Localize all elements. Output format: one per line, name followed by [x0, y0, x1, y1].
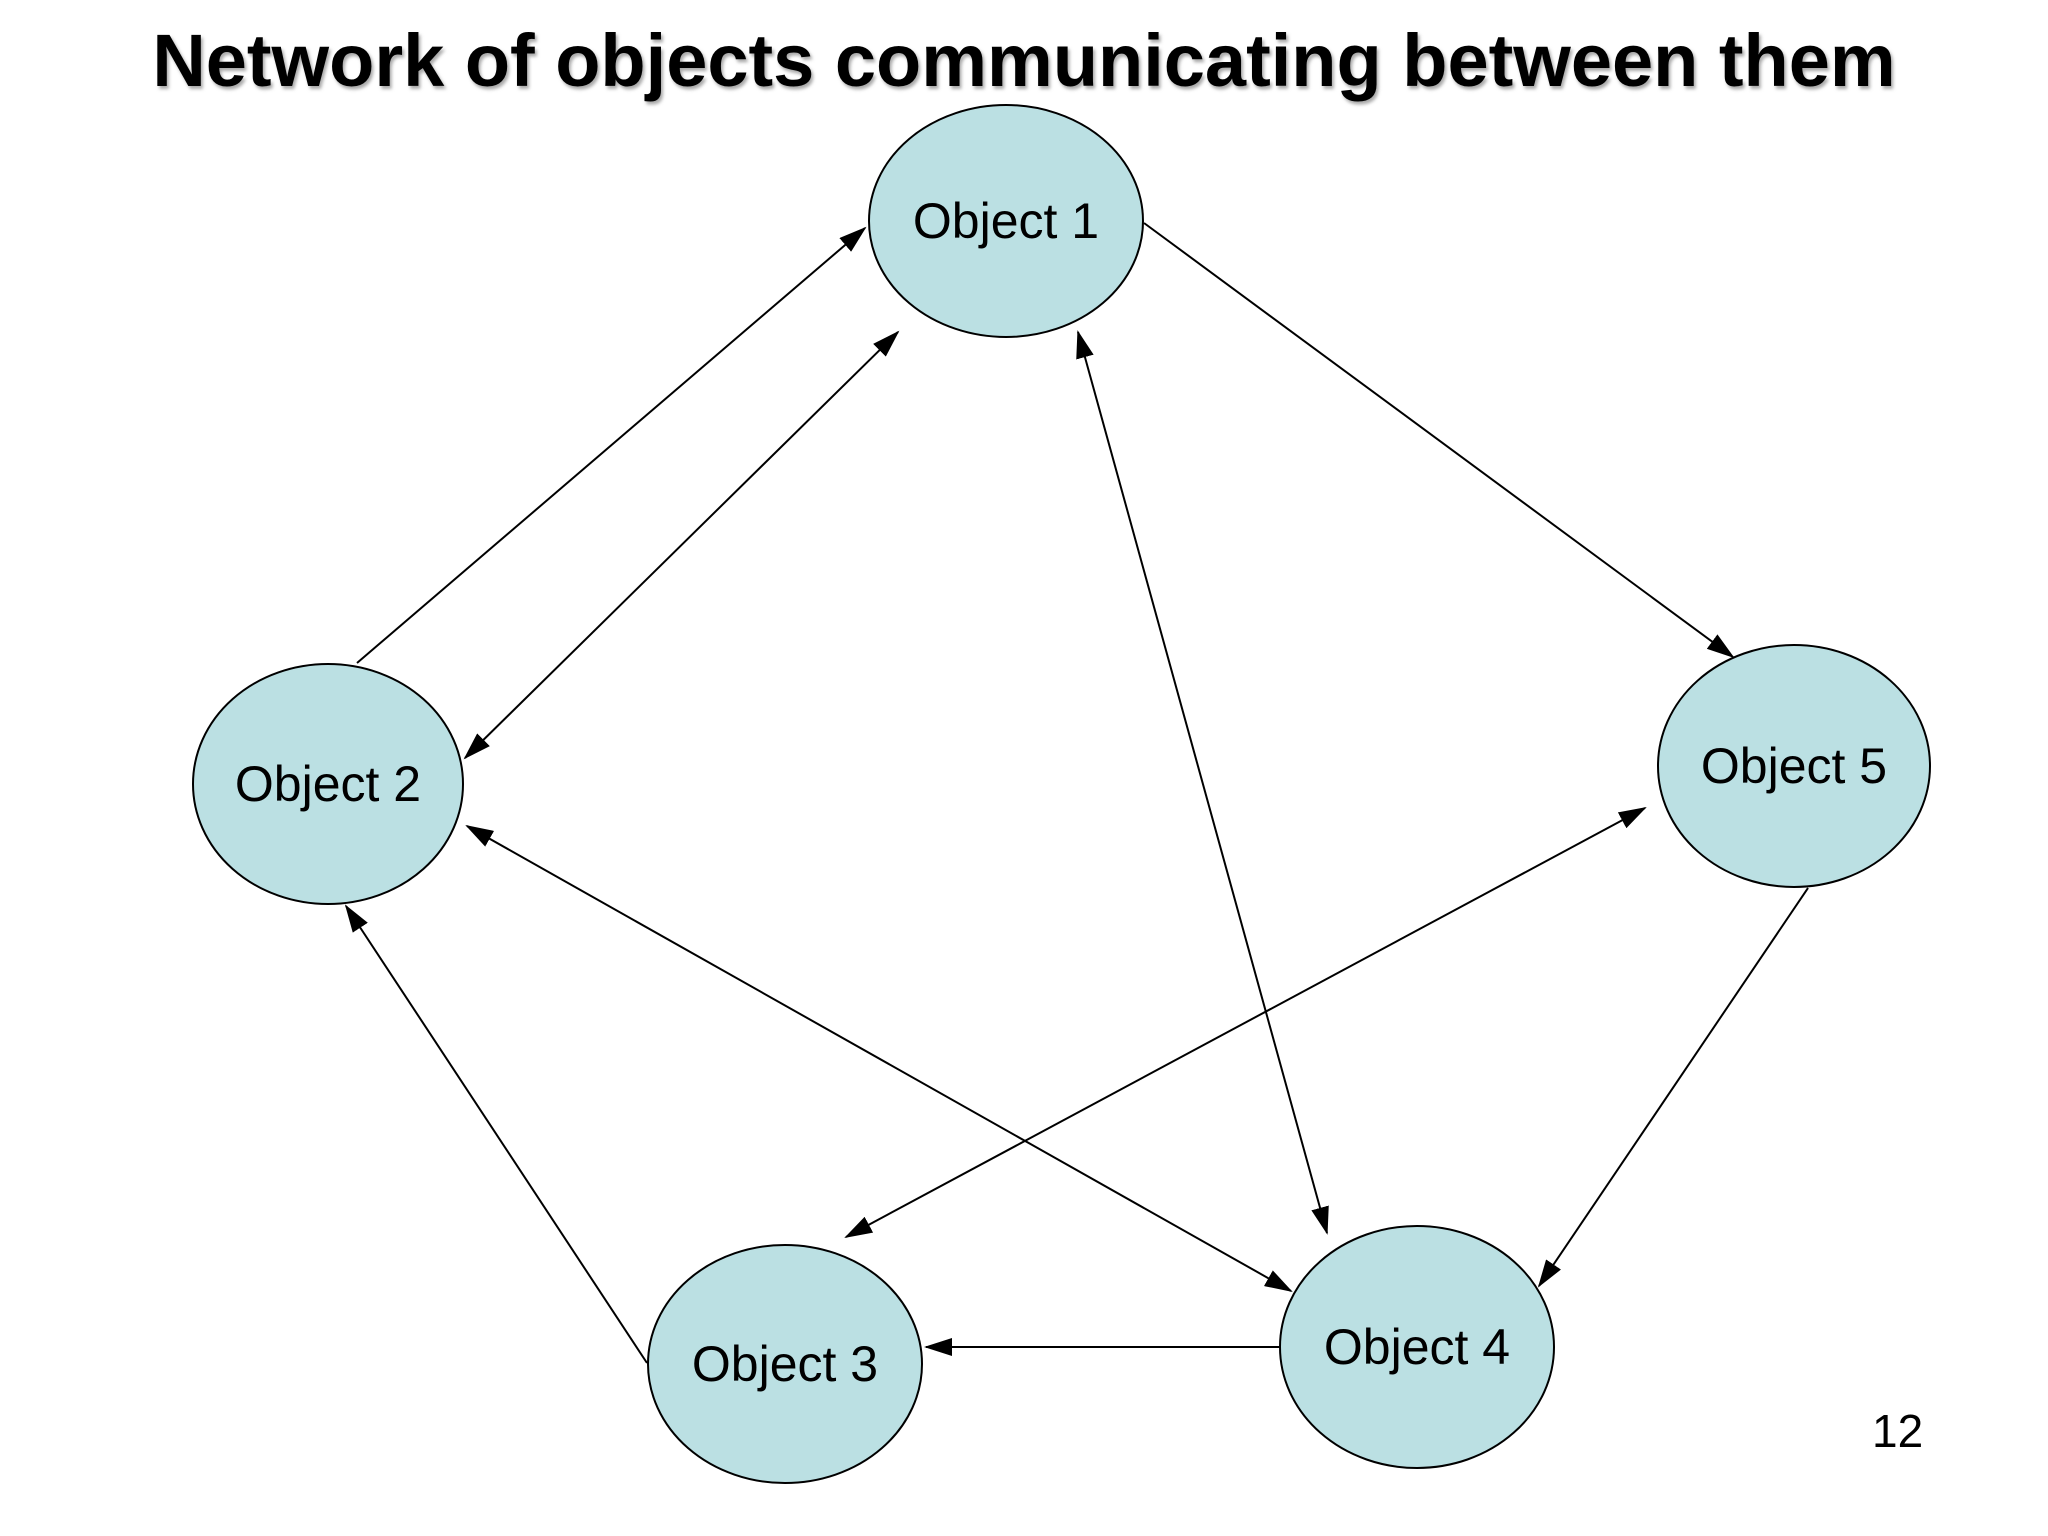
node-shape-object4 [1279, 1225, 1555, 1469]
node-label-object2: Object 2 [235, 756, 421, 812]
edge-object2-object4 [465, 825, 1293, 1292]
node-object4: Object 4 [1279, 1225, 1555, 1469]
edge-object3-object2 [344, 904, 648, 1364]
node-object1: Object 1 [868, 104, 1144, 338]
node-shape-object5 [1657, 644, 1931, 888]
node-label-object1: Object 1 [913, 193, 1099, 249]
edge-object2-object1 [356, 226, 867, 664]
node-label-object3: Object 3 [692, 1336, 878, 1392]
node-shape-object2 [192, 663, 464, 905]
edge-object1-object5 [1143, 222, 1735, 659]
edge-object1-object4 [1076, 330, 1329, 1235]
slide-title: Network of objects communicating between… [152, 19, 1896, 102]
edges-layer [344, 222, 1809, 1364]
node-shape-object1 [868, 104, 1144, 338]
edge-object1-object2 [463, 330, 900, 760]
page-number: 12 [1872, 1405, 1924, 1457]
node-object2: Object 2 [192, 663, 464, 905]
node-label-object5: Object 5 [1701, 738, 1887, 794]
edge-object3-object5 [844, 807, 1647, 1238]
node-object5: Object 5 [1657, 644, 1931, 888]
node-object3: Object 3 [647, 1244, 923, 1484]
nodes-layer: Object 1 Object 2 Object 3 Object 4 Object 5 [192, 104, 1931, 1484]
node-label-object4: Object 4 [1324, 1319, 1510, 1375]
node-shape-object3 [647, 1244, 923, 1484]
edge-object5-object4 [1537, 887, 1809, 1288]
